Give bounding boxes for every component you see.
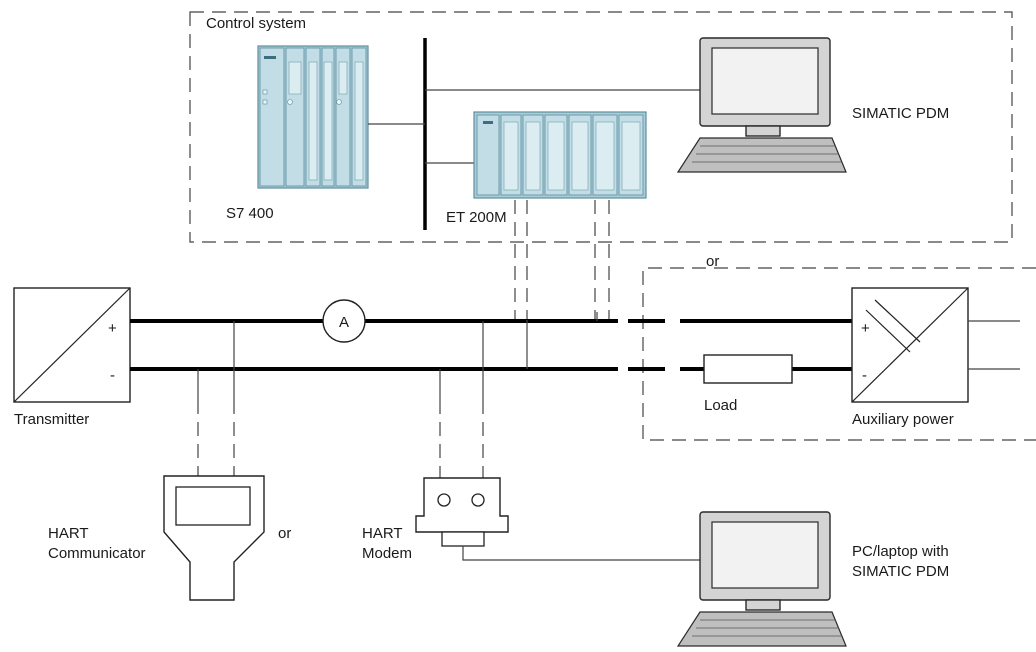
modem-to-pc-line: [462, 546, 700, 561]
auxiliary-power-frame: [642, 267, 1036, 441]
load-label: Load: [704, 397, 737, 414]
transmitter-minus: -: [110, 367, 115, 384]
auxiliary-power-icon: [851, 287, 969, 403]
transmitter-label: Transmitter: [14, 411, 89, 428]
control-system-frame: [189, 11, 1013, 243]
plc-s7-400-icon: [257, 45, 369, 189]
aux-plus: +: [861, 320, 870, 337]
et200m-label: ET 200M: [446, 209, 507, 226]
hart-modem-line2: Modem: [362, 545, 412, 562]
or-bottom-label: or: [278, 525, 291, 542]
aux-minus: -: [862, 367, 867, 384]
pc-label-line2: SIMATIC PDM: [852, 563, 949, 580]
hart-modem-line1: HART: [362, 525, 403, 542]
ammeter-icon: [322, 299, 366, 343]
plc-et200m-icon: [473, 111, 647, 199]
hart-communicator-line1: HART: [48, 525, 89, 542]
computer-monitor-icon: [676, 511, 847, 647]
hart-communicator-line2: Communicator: [48, 545, 146, 562]
pc-label-line1: PC/laptop with: [852, 543, 949, 560]
simatic-pdm-label: SIMATIC PDM: [852, 105, 949, 122]
ammeter-label: A: [339, 314, 349, 331]
transmitter-plus: +: [108, 320, 117, 337]
s7-400-label: S7 400: [226, 205, 274, 222]
control-system-label: Control system: [206, 15, 306, 32]
transmitter-icon: [13, 287, 131, 403]
load-resistor-icon: [703, 354, 793, 384]
hart-modem-icon: [415, 477, 509, 547]
hart-communicator-icon: [163, 475, 265, 601]
auxiliary-power-label: Auxiliary power: [852, 411, 954, 428]
computer-monitor-icon: [676, 37, 847, 173]
or-top-label: or: [706, 253, 719, 270]
